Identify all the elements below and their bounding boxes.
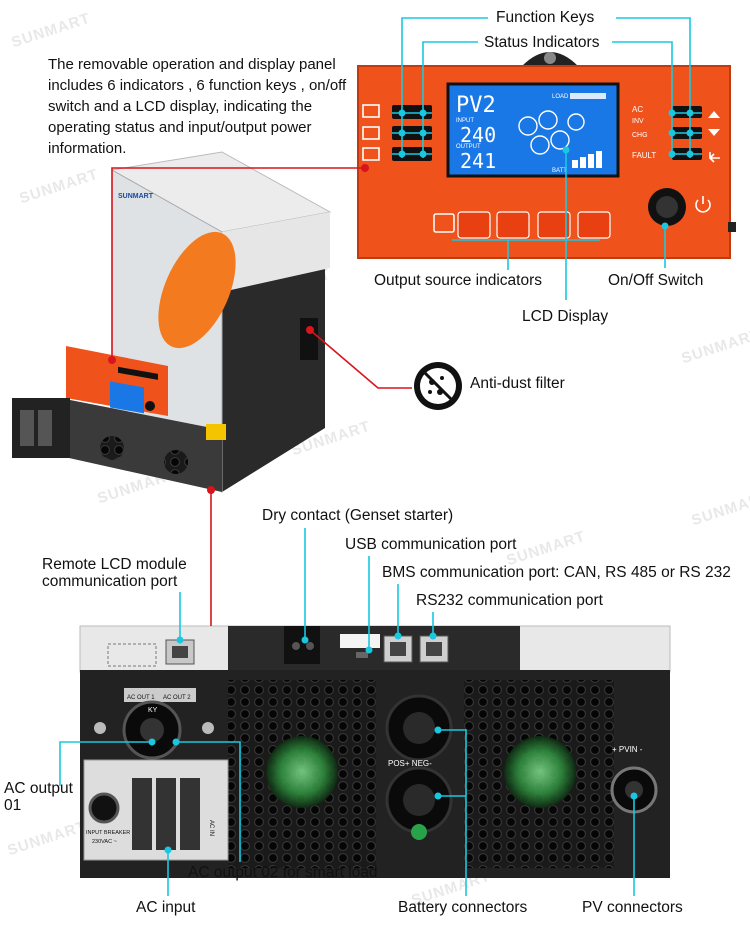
label-usb-port: USB communication port [345,536,517,553]
label-on-off-switch: On/Off Switch [608,272,704,289]
status-fault-label: FAULT [632,151,656,160]
enter-icon [709,152,720,163]
pvin-text: + PVIN - [612,745,643,754]
down-arrow-icon [708,129,720,136]
voltage-text: 230VAC ~ [92,839,117,845]
label-remote-lcd-port: Remote LCD module communication port [42,556,187,590]
lcd-load-label: LOAD [552,94,569,100]
lcd-input-label: INPUT [456,118,474,124]
label-pv-connectors: PV connectors [582,899,683,916]
lcd-batt-label: BATT [552,168,567,174]
lcd-output-value: 241 [460,149,496,173]
ac-out-1-text: AC OUT 1 [127,695,155,701]
brand-logo: SUNMART [118,193,154,200]
inverter-unit: SUNMART [12,151,332,493]
power-icon [695,199,711,213]
ac-out-2-text: AC OUT 2 [163,695,191,701]
status-ac-label: AC [632,105,643,114]
label-function-keys: Function Keys [496,9,595,26]
label-lcd-display: LCD Display [522,308,609,325]
rear-panel: AC OUT 1 AC OUT 2 KY POS+ NEG- + PVIN - … [79,625,671,878]
status-chg-label: CHG [632,132,648,139]
panel-description: The removable operation and display pane… [48,56,347,157]
label-status-indicators: Status Indicators [484,34,600,51]
lcd-output-label: OUTPUT [456,144,481,150]
ky-text: KY [148,707,158,714]
up-arrow-icon [708,111,720,118]
label-battery-connectors: Battery connectors [398,899,528,916]
input-breaker-text: INPUT BREAKER [86,830,130,836]
label-bms-port: BMS communication port: CAN, RS 485 or R… [382,564,731,581]
label-rs232-port: RS232 communication port [416,592,603,609]
ac-in-text: AC IN [208,820,214,836]
status-inv-label: INV [632,118,644,125]
label-output-source-indicators: Output source indicators [374,272,543,289]
red-callout-lines [111,167,412,626]
label-anti-dust-filter: Anti-dust filter [470,375,565,392]
label-ac-output-01: AC output 01 [4,780,73,814]
label-ac-output-02: AC output 02 for smart load [188,864,378,881]
lcd-code: PV2 [456,93,496,118]
control-panel: PV2 LOAD INPUT 240 OUTPUT 241 BATT AC IN… [357,52,736,259]
lcd-input-value: 240 [460,123,496,147]
label-dry-contact: Dry contact (Genset starter) [262,507,454,524]
anti-dust-filter-icon [414,362,462,410]
label-ac-input: AC input [136,899,196,916]
cyan-callout-lines [59,17,702,896]
pos-neg-text: POS+ NEG- [388,759,432,768]
